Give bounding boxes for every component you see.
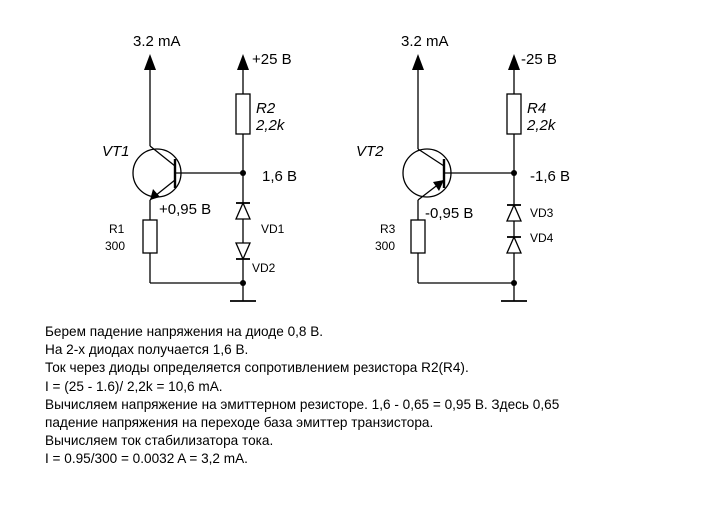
right-r3-value: 300 (375, 239, 395, 253)
left-resistor-r1 (142, 219, 158, 254)
left-circuit (132, 54, 256, 302)
left-diode-vd1 (235, 201, 251, 220)
right-resistor-r3 (410, 219, 426, 254)
left-current-label: 3.2 mA (133, 33, 181, 50)
right-transistor-vt2 (402, 148, 452, 201)
left-vd1-label: VD1 (261, 222, 285, 236)
left-base-junction (240, 170, 246, 176)
left-base-voltage: 1,6 В (262, 168, 297, 185)
left-vd2-label: VD2 (252, 261, 276, 275)
left-emitter-voltage: +0,95 В (159, 201, 211, 218)
right-emitter-voltage: -0,95 В (425, 205, 473, 222)
right-diode-vd4 (506, 235, 522, 254)
note-line: Вычисляем напряжение на эмиттерном резис… (45, 396, 560, 412)
left-r2-value: 2,2k (255, 117, 286, 134)
schematic: 3.2 mA +25 В R2 2,2k VT1 1,6 В +0,95 В R… (102, 33, 570, 302)
left-diode-vd2 (235, 242, 251, 261)
right-resistor-r4 (506, 93, 522, 135)
left-resistor-r2 (235, 93, 251, 135)
note-line: Ток через диоды определяется сопротивлен… (45, 360, 469, 376)
left-supply-arrow (237, 54, 249, 94)
left-transistor-vt1 (132, 145, 182, 201)
note-line: падение напряжения на переходе база эмит… (45, 415, 434, 431)
right-diode-vd3 (506, 203, 522, 222)
right-r3-name: R3 (380, 222, 396, 236)
explanation-text: Берем падение напряжения на диоде 0,8 В.… (45, 323, 695, 469)
left-r2-name: R2 (256, 100, 276, 117)
note-line: Берем падение напряжения на диоде 0,8 В. (45, 324, 324, 339)
note-line: I = (25 - 1.6)/ 2,2k = 10,6 mA. (45, 378, 223, 394)
right-base-junction (511, 170, 517, 176)
left-output-arrow (144, 54, 156, 146)
left-supply-label: +25 В (252, 51, 292, 68)
right-supply-label: -25 В (521, 51, 557, 68)
right-r4-value: 2,2k (526, 117, 557, 134)
right-vt2-label: VT2 (356, 143, 384, 160)
left-vt1-label: VT1 (102, 143, 130, 160)
right-vd3-label: VD3 (530, 206, 554, 220)
right-supply-arrow (508, 54, 520, 94)
right-current-label: 3.2 mA (401, 33, 449, 50)
right-output-arrow (412, 54, 424, 149)
left-r1-name: R1 (109, 222, 125, 236)
left-r1-value: 300 (105, 239, 125, 253)
right-base-voltage: -1,6 В (530, 168, 570, 185)
note-line: На 2-х диодах получается 1,6 В. (45, 342, 249, 358)
note-line: I = 0.95/300 = 0.0032 A = 3,2 mA. (45, 451, 248, 467)
right-r4-name: R4 (527, 100, 546, 117)
note-line: Вычисляем ток стабилизатора тока. (45, 433, 274, 449)
right-circuit (402, 54, 527, 302)
right-vd4-label: VD4 (530, 231, 554, 245)
